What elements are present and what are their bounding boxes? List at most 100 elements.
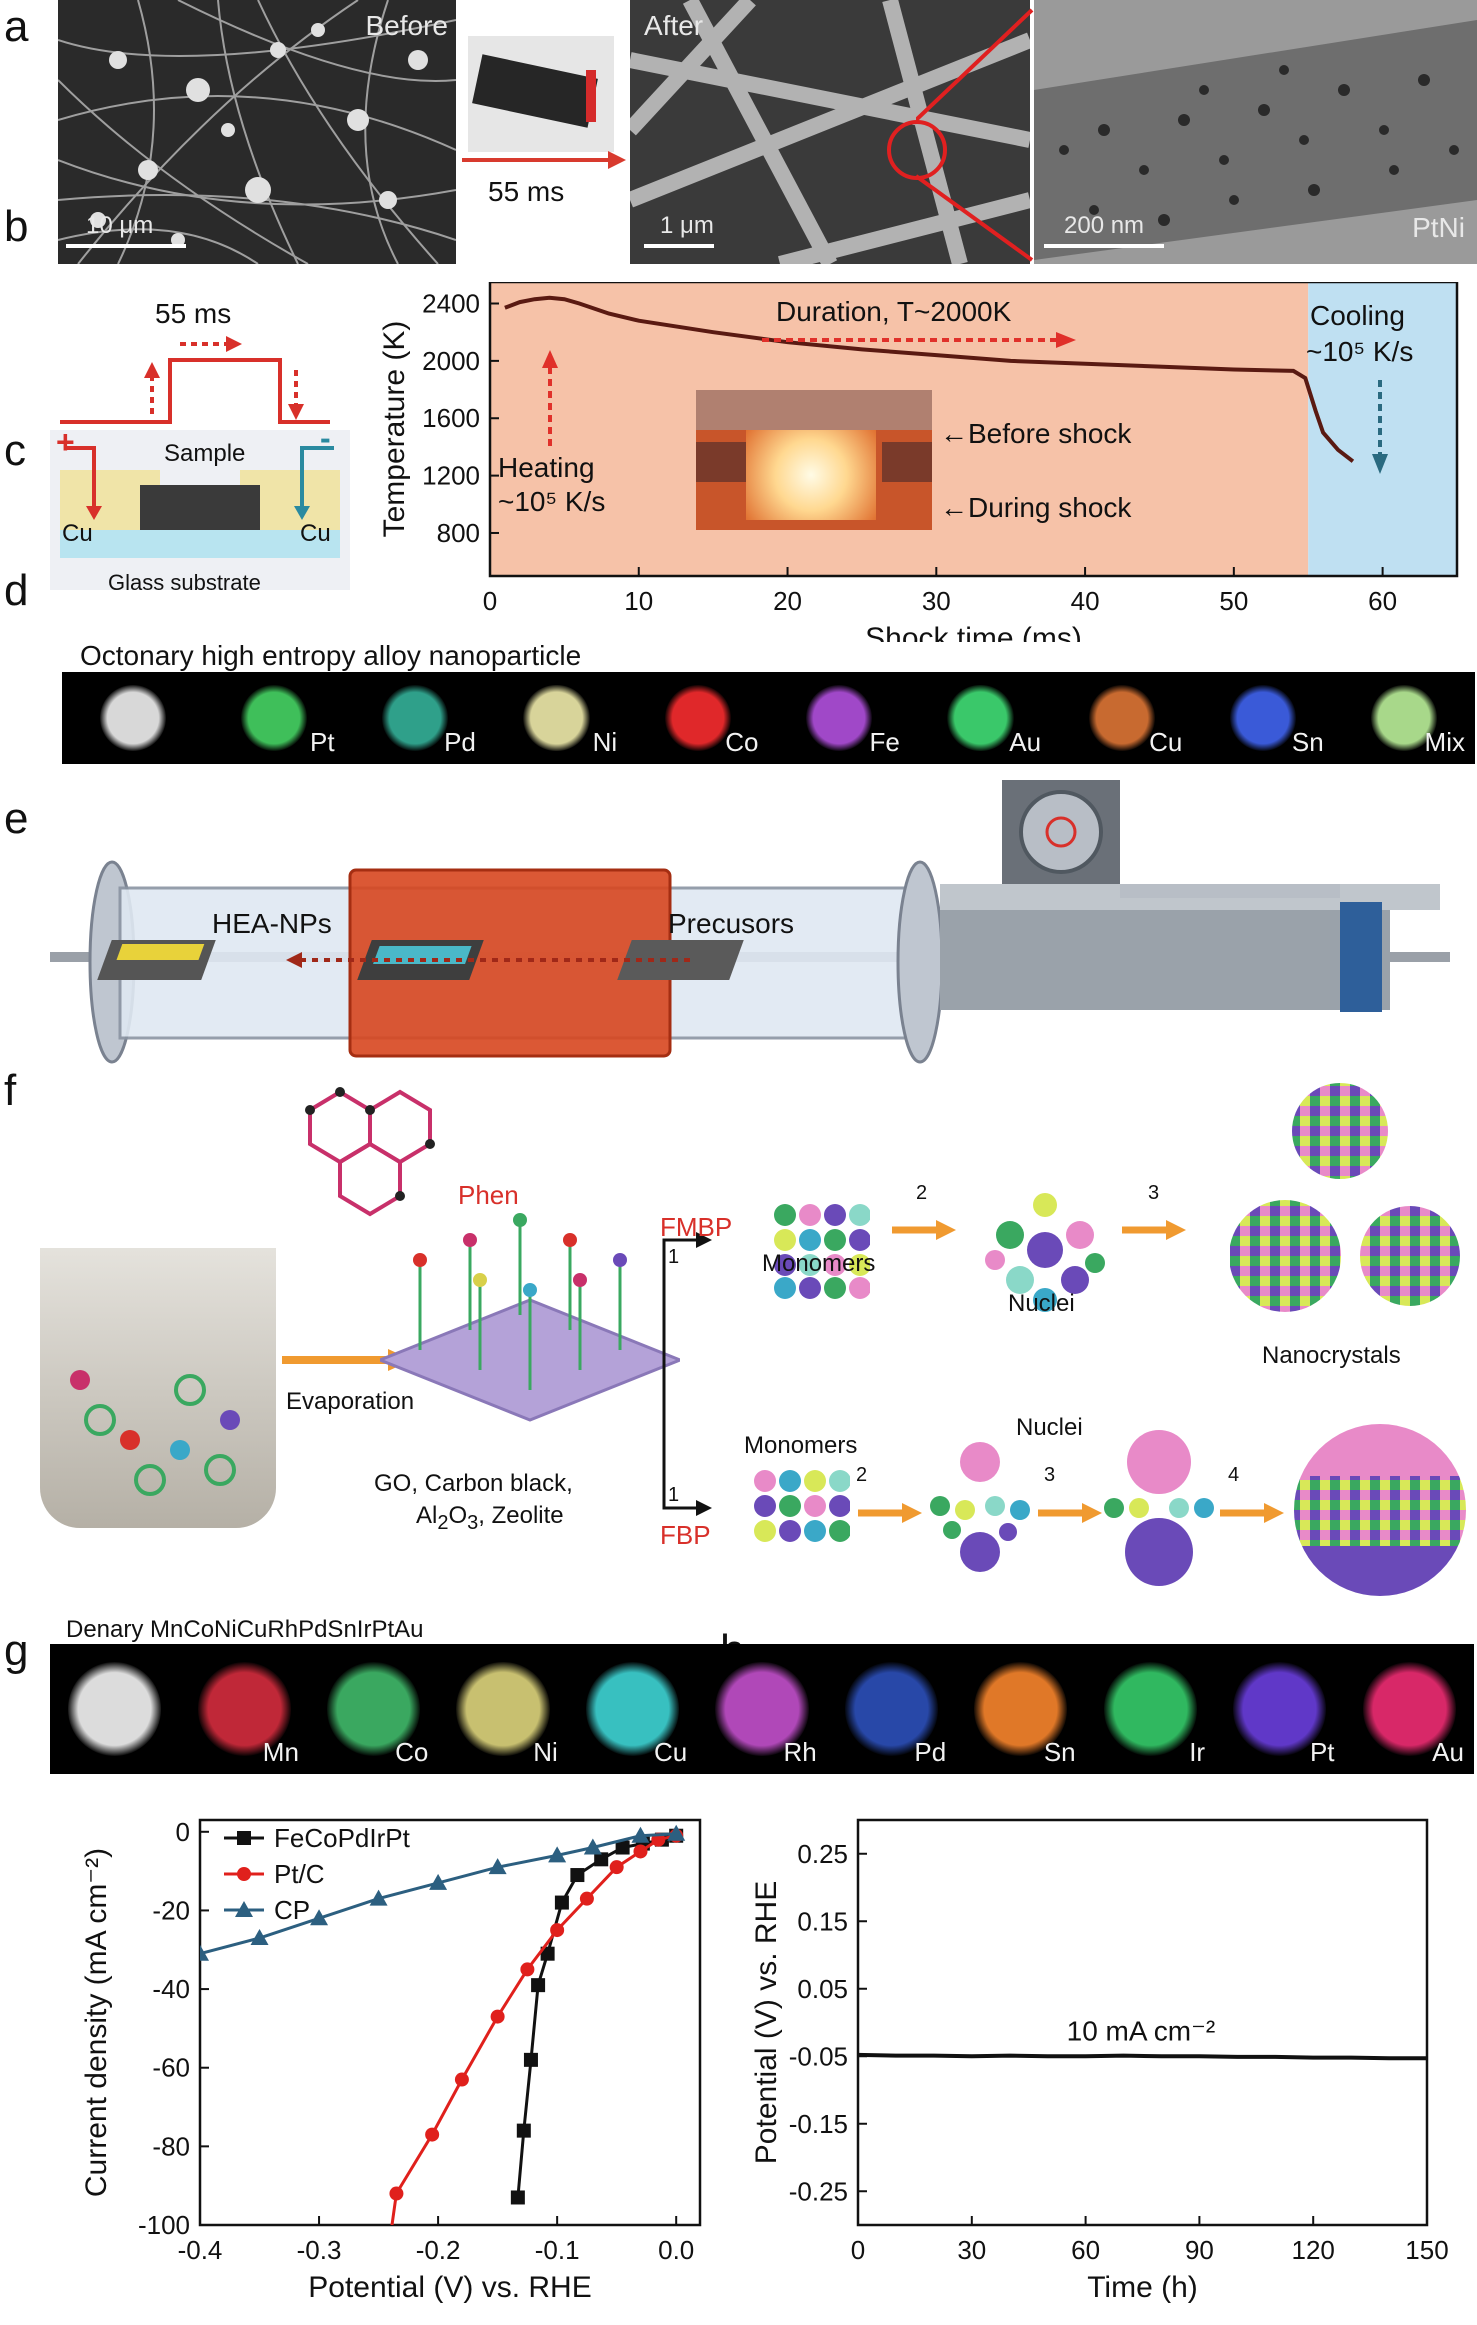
scale-bar: [66, 244, 186, 248]
data-point: [548, 1846, 567, 1863]
plot-frame: [488, 282, 1459, 578]
fbp-label: FBP: [660, 1520, 711, 1550]
data-point: [540, 1946, 555, 1961]
data-point: [550, 1923, 565, 1938]
phen-label: Phen: [458, 1180, 519, 1210]
nuclei-bottom-a: [930, 1442, 1030, 1572]
data-point: [510, 2190, 525, 2205]
y-tick-label: -60: [152, 2053, 190, 2083]
data-point: [250, 1928, 269, 1945]
data-point: [520, 1962, 535, 1977]
nanoparticle-map: [456, 1662, 550, 1756]
arrow-icon: [462, 151, 626, 169]
before-label: Before: [365, 10, 449, 41]
series-fecopdirpt: [510, 1828, 684, 2205]
step-3-bottom: 3: [1044, 1464, 1056, 1486]
y-tick-label: 0.05: [797, 1974, 848, 2004]
step-4-bottom: 4: [1228, 1464, 1240, 1486]
glass-substrate-label: Glass substrate: [108, 570, 261, 595]
evaporation-label: Evaporation: [286, 1388, 415, 1415]
y-tick-label: -100: [138, 2210, 190, 2240]
cooling-rate-label: ~10⁵ K/s: [1306, 336, 1414, 367]
data-point: [633, 1844, 648, 1859]
nanoparticle-map: [844, 1662, 939, 1756]
heating-rate-label: ~10⁵ K/s: [498, 486, 606, 517]
arrow-icon: [1220, 1503, 1284, 1523]
x-tick-label: -0.2: [416, 2235, 461, 2265]
sem-after-image: After 1 μm: [630, 0, 1030, 264]
time-label: 55 ms: [488, 176, 565, 207]
y-tick-label: 0.15: [797, 1906, 848, 1936]
x-tick-label: 90: [1185, 2235, 1214, 2265]
support-substrate: [380, 1213, 680, 1422]
panel-label-d: d: [4, 566, 29, 615]
element-label: Rh: [783, 1737, 817, 1767]
phen-molecule: [305, 1087, 435, 1217]
element-map-pd: Pd: [347, 672, 484, 764]
nanoparticle-map: [1362, 1662, 1456, 1756]
nanoparticle-map: [523, 684, 590, 752]
element-map-ir: Ir: [1088, 1644, 1213, 1774]
duration-label: Duration, T~2000K: [776, 296, 1012, 327]
nanoparticle-map: [1233, 1662, 1327, 1756]
x-tick-label: 120: [1292, 2235, 1335, 2265]
element-map-pd: Pd: [829, 1644, 954, 1774]
y-tick-label: 0: [176, 1817, 190, 1847]
step-2-bottom: 2: [856, 1464, 868, 1486]
branch-arrows: [662, 1232, 712, 1516]
x-tick-label: -0.4: [178, 2235, 223, 2265]
x-tick-label: 30: [957, 2235, 986, 2265]
data-point: [454, 2072, 469, 2087]
element-label: Mn: [262, 1737, 299, 1767]
data-point: [631, 1826, 650, 1843]
legend-label: Pt/C: [274, 1859, 325, 1889]
element-label: Fe: [869, 727, 900, 757]
nuclei-label-bottom: Nuclei: [1016, 1414, 1083, 1441]
element-label: Cu: [1149, 727, 1183, 757]
y-tick-label: -0.25: [789, 2176, 848, 2206]
element-label: Ni: [533, 1737, 558, 1767]
y-tick-label: 2400: [422, 289, 480, 319]
step-2-top: 2: [916, 1182, 928, 1204]
y-tick-label: 800: [437, 518, 480, 548]
x-tick-label: -0.3: [297, 2235, 342, 2265]
legend-label: CP: [274, 1895, 310, 1925]
heating-arrow-icon: [542, 350, 558, 446]
arrow-icon: [892, 1220, 956, 1240]
element-label: Co: [725, 727, 759, 757]
x-tick-label: 150: [1405, 2235, 1448, 2265]
sample-label: Sample: [164, 440, 246, 467]
panel-label-b: b: [4, 202, 29, 251]
nanoparticle-map: [974, 1662, 1068, 1756]
during-shock-label: ←During shock: [940, 492, 1132, 523]
beaker-contents: [70, 1370, 240, 1496]
sample-photo: [468, 36, 614, 152]
element-map-fe: Fe: [771, 672, 908, 764]
step-3-top: 3: [1148, 1182, 1160, 1204]
nanoparticle-map: [99, 684, 166, 752]
core-shell-nanocrystal: [1294, 1424, 1466, 1596]
element-label: Mix: [1424, 727, 1465, 757]
current-density-annotation: 10 mA cm⁻²: [1067, 2015, 1216, 2046]
data-point: [429, 1873, 448, 1890]
series-cp: [200, 1824, 686, 1961]
x-tick-label: 60: [1368, 586, 1397, 616]
data-point: [523, 2052, 538, 2067]
legend-marker: [235, 1901, 253, 1917]
data-point: [615, 1840, 630, 1855]
scale-bar: [1044, 244, 1164, 248]
element-label: Au: [1009, 727, 1042, 757]
nanoparticle-map: [947, 684, 1014, 752]
cu-left-label: Cu: [62, 520, 93, 547]
minus-terminal: -: [320, 420, 331, 456]
x-tick-label: -0.1: [535, 2235, 580, 2265]
element-map-sn: Sn: [958, 1644, 1083, 1774]
y-tick-label: -20: [152, 1895, 190, 1925]
nanocrystals-label: Nanocrystals: [1262, 1342, 1401, 1369]
element-map-ni: Ni: [440, 1644, 565, 1774]
data-point: [609, 1860, 624, 1875]
duration-arrow-icon: [762, 332, 1076, 348]
element-label: Cu: [654, 1737, 688, 1767]
shock-photo: [696, 390, 932, 530]
